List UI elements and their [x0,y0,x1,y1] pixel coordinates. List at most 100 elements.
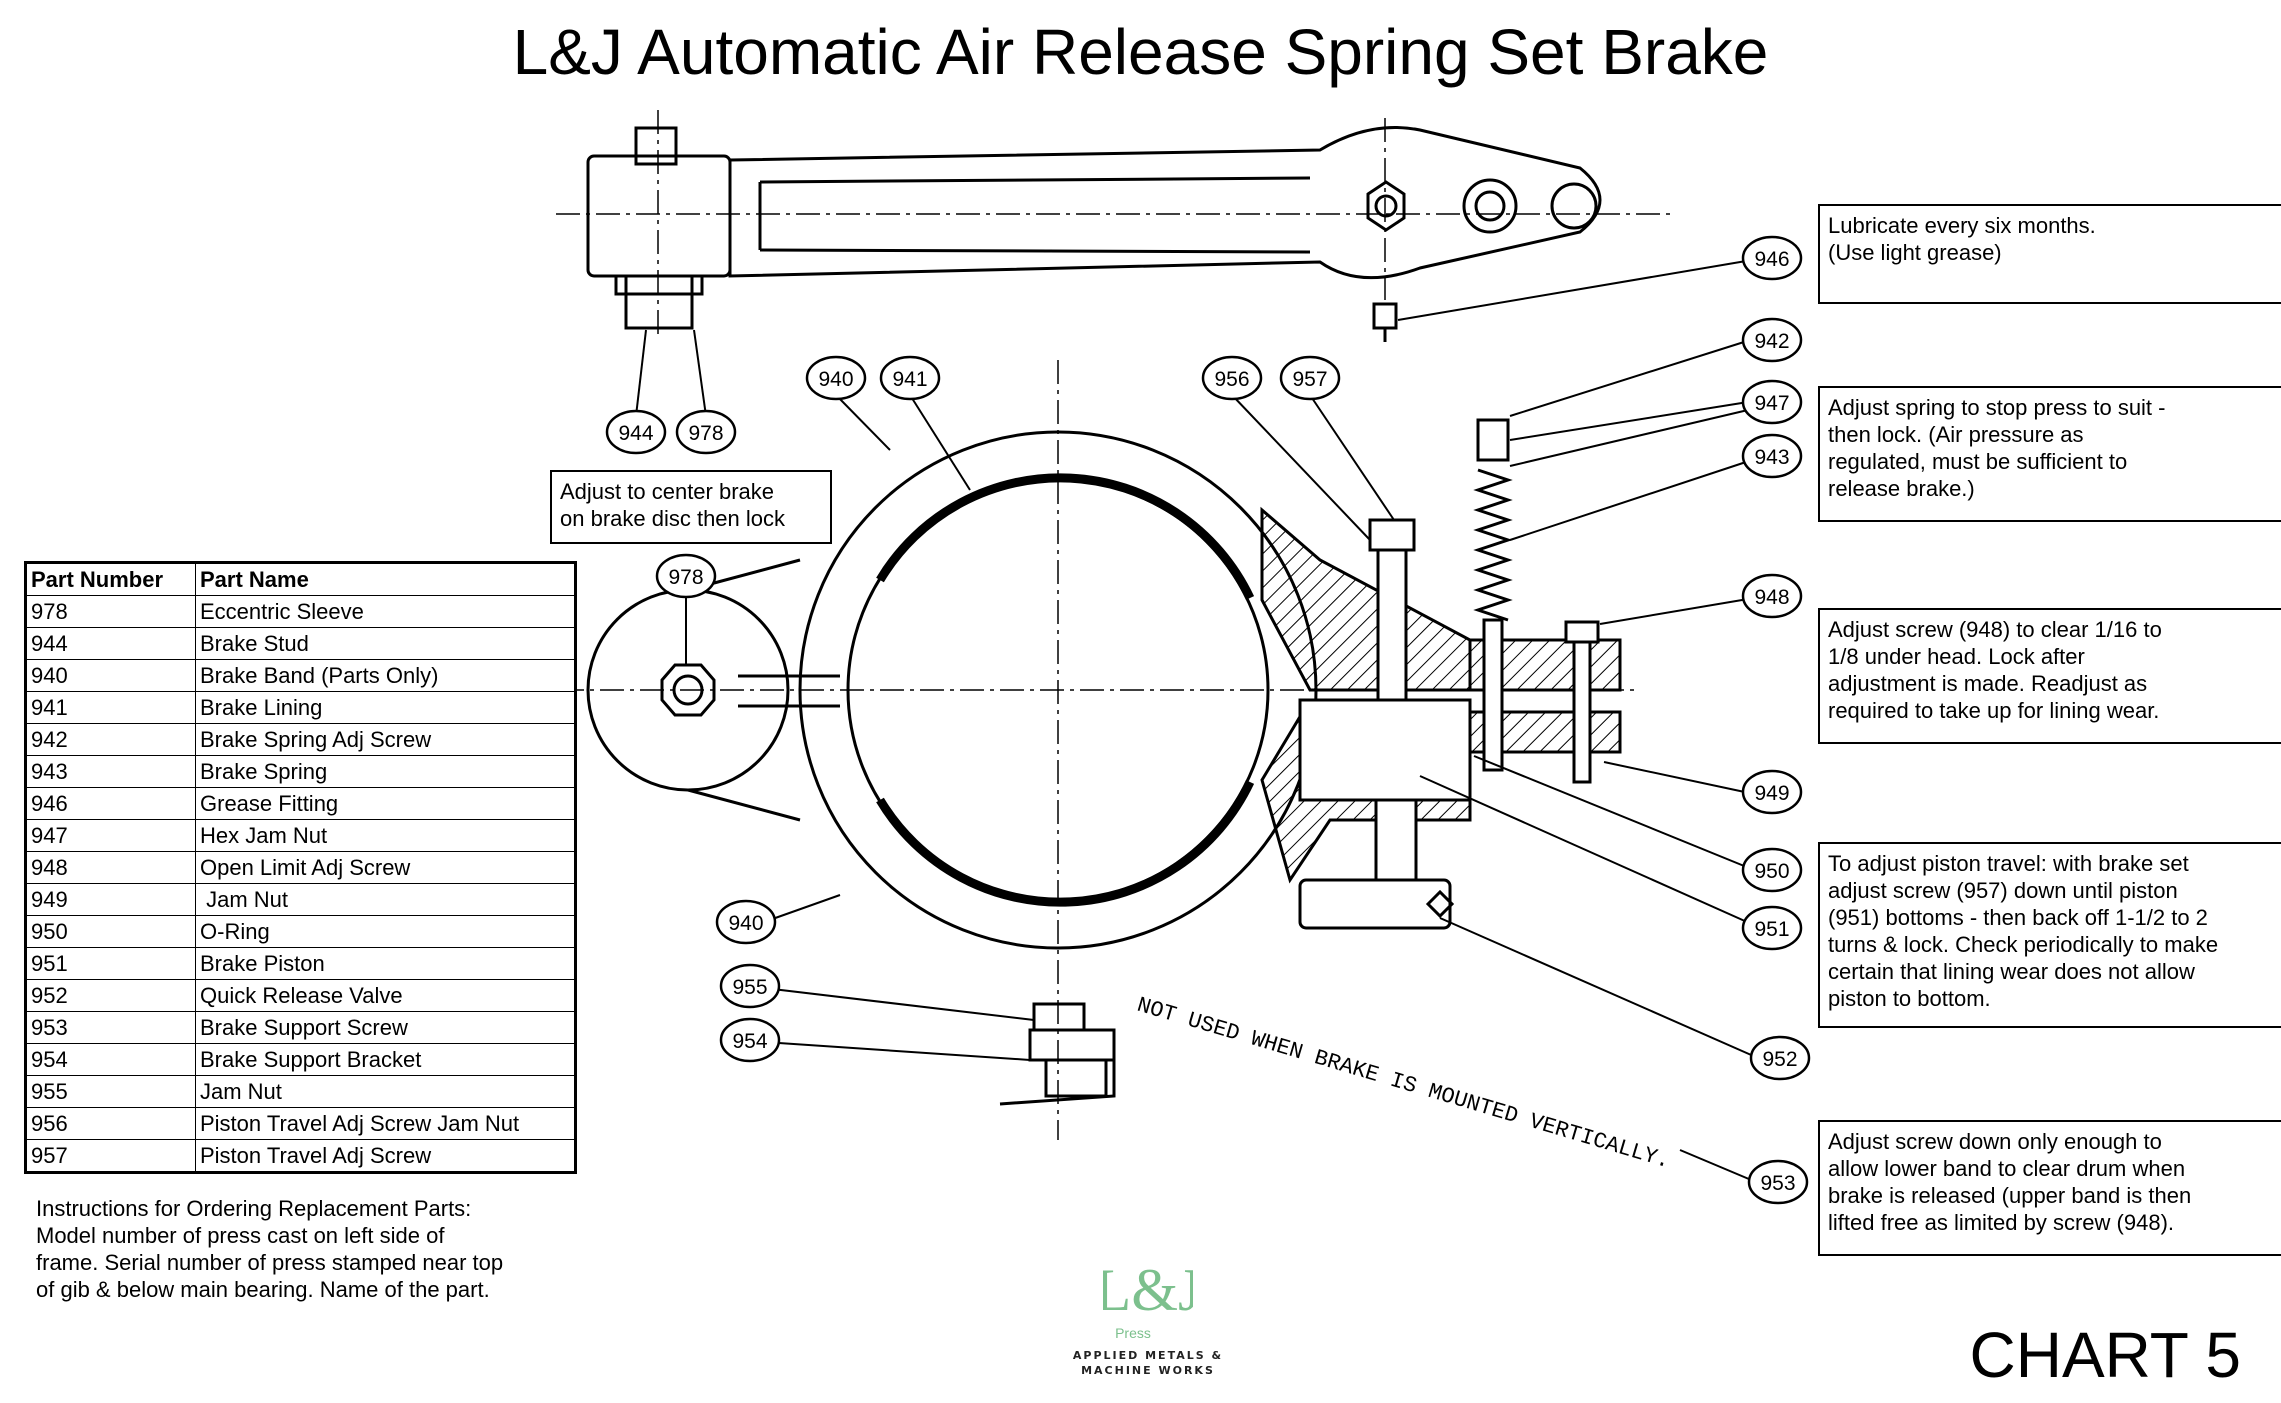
part-name: Piston Travel Adj Screw [195,1139,576,1173]
part-number: 949 [25,883,196,916]
support-bracket [999,1002,1116,1106]
part-name: Jam Nut [195,1075,576,1108]
part-name: Brake Lining [195,691,576,724]
vertical-mount-note: NOT USED WHEN BRAKE IS MOUNTED VERTICALL… [1134,993,1673,1174]
part-number: 954 [25,1043,196,1076]
callout-943: 943 [1754,446,1789,469]
logo-mark: L&J Press [1095,1250,1202,1348]
part-number: 942 [25,723,196,756]
note-spring: Adjust spring to stop press to suit - th… [1818,386,2281,522]
callout-952: 952 [1762,1048,1797,1071]
callout-circle-953 [1747,1159,1809,1205]
part-name: Open Limit Adj Screw [195,851,576,884]
logo-sub: Press [1115,1325,1151,1341]
part-name: Hex Jam Nut [195,819,576,852]
logo-mark-graphic: L&J Press [1095,1257,1202,1341]
callout-950: 950 [1754,860,1789,883]
page-title: L&J Automatic Air Release Spring Set Bra… [512,16,1769,88]
callout-941: 941 [892,368,927,391]
callout-circles [605,235,1811,1205]
callout-circle-941 [879,355,941,401]
part-name: Brake Spring [195,755,576,788]
part-number: 951 [25,947,196,980]
callout-955: 955 [732,976,767,999]
callout-circle-949 [1741,769,1803,815]
note-screw-948: Adjust screw (948) to clear 1/16 to 1/8 … [1818,608,2281,744]
callout-circle-978a [675,409,737,455]
callout-951: 951 [1754,918,1789,941]
part-name: Brake Spring Adj Screw [195,723,576,756]
callout-946: 946 [1754,248,1789,271]
part-number: 957 [25,1139,196,1173]
column-header-part-number: Part Number [25,562,196,596]
part-number: 953 [25,1011,196,1044]
callout-940a: 940 [818,368,853,391]
callout-956: 956 [1214,368,1249,391]
callout-942: 942 [1754,330,1789,353]
callout-953: 953 [1760,1172,1795,1195]
piston-housing [1260,418,1622,930]
part-name: Brake Band (Parts Only) [195,659,576,692]
callout-circle-943 [1741,433,1803,479]
logo-lettering: L&J [1103,1257,1193,1323]
callout-978a: 978 [688,422,723,445]
logo-line-1: APPLIED METALS & [1072,1349,1224,1362]
part-number: 956 [25,1107,196,1140]
part-number: 944 [25,627,196,660]
callout-circle-951 [1741,905,1803,951]
note-piston: To adjust piston travel: with brake set … [1818,842,2281,1028]
part-name: Piston Travel Adj Screw Jam Nut [195,1107,576,1140]
part-name: Brake Support Screw [195,1011,576,1044]
callout-circle-947 [1741,379,1803,425]
brake-lining [876,473,1255,907]
callout-954: 954 [732,1030,767,1053]
part-name: Quick Release Valve [195,979,576,1012]
callout-circle-978b [655,553,717,599]
lever-top-view [586,126,1602,342]
logo-line-2: MACHINE WORKS [1081,1364,1215,1377]
callout-948: 948 [1754,586,1789,609]
callout-circle-940a [805,355,867,401]
part-number: 941 [25,691,196,724]
callout-circle-952 [1749,1035,1811,1081]
callout-944: 944 [618,422,653,445]
callout-949: 949 [1754,782,1789,805]
leader-lines [635,259,1759,1183]
note-lubricate: Lubricate every six months. (Use light g… [1818,204,2281,304]
column-header-part-name: Part Name [195,562,576,596]
note-support: Adjust screw down only enough to allow l… [1818,1120,2281,1256]
table-header-row: Part Number Part Name [25,562,576,596]
part-number: 952 [25,979,196,1012]
part-number: 955 [25,1075,196,1108]
callout-circle-942 [1741,317,1803,363]
callout-978b: 978 [668,566,703,589]
callout-circle-948 [1741,573,1803,619]
chart-label: CHART 5 [1969,1319,2242,1391]
callout-circle-944 [605,409,667,455]
callout-circle-950 [1741,847,1803,893]
company-logo: L&J Press APPLIED METALS & MACHINE WORKS [1068,1250,1228,1378]
callout-circle-956 [1201,355,1263,401]
part-number: 947 [25,819,196,852]
table-row: 949 Jam Nut [25,883,576,916]
part-name: O-Ring [195,915,576,948]
callout-947: 947 [1754,392,1789,415]
